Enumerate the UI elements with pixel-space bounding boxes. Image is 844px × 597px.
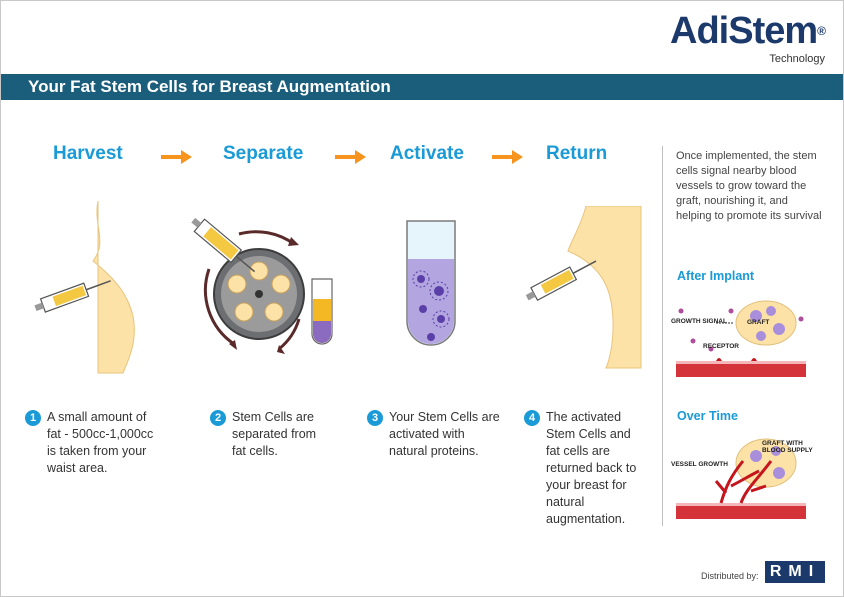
step-text-separate: Stem Cells are separated from fat cells.: [232, 410, 317, 458]
over-time-diagram: [676, 438, 806, 519]
page-title: Your Fat Stem Cells for Breast Augmentat…: [28, 77, 391, 96]
registered-mark: ®: [817, 24, 826, 38]
syringe-icon: [191, 217, 256, 273]
step-title-separate: Separate: [223, 143, 304, 164]
syringe-icon: [525, 260, 597, 301]
after-implant-diagram: [676, 300, 806, 377]
return-illustration: [525, 206, 642, 369]
step-title-return: Return: [546, 143, 608, 164]
label-vessel-growth: VESSEL GROWTH: [671, 461, 728, 468]
step-number-4: 4: [524, 410, 540, 426]
step-text-return: The activated Stem Cells and fat cells a…: [546, 410, 637, 526]
sidebar-intro: Once implemented, the stem cells signal …: [676, 150, 822, 222]
test-tube-icon: [311, 278, 333, 345]
brand-name: AdiStem: [670, 10, 818, 52]
body-silhouette-icon: [567, 206, 642, 369]
adistem-logo: AdiStem® Technology: [670, 10, 826, 65]
sidebar-divider: [662, 146, 663, 526]
rmi-logo: RMI: [765, 561, 825, 583]
centrifuge-icon: [213, 248, 305, 340]
over-time-heading: Over Time: [677, 409, 738, 423]
label-graft: GRAFT: [747, 319, 770, 326]
step-text-harvest: A small amount of fat - 500cc-1,000cc is…: [47, 410, 154, 475]
body-silhouette-icon: [92, 201, 135, 374]
step-text-activate: Your Stem Cells are activated with natur…: [389, 410, 500, 458]
brand-subtitle: Technology: [769, 53, 825, 65]
centrifuge-illustration: [191, 217, 333, 354]
arrow-right-icon: [335, 150, 366, 164]
step-number-3: 3: [367, 410, 383, 426]
label-receptor: RECEPTOR: [703, 343, 739, 350]
step-number-2: 2: [210, 410, 226, 426]
syringe-icon: [34, 280, 111, 313]
arrow-right-icon: [492, 150, 523, 164]
arrow-right-icon: [161, 150, 192, 164]
title-banner: Your Fat Stem Cells for Breast Augmentat…: [1, 74, 843, 100]
step-title-harvest: Harvest: [53, 143, 123, 164]
step-title-activate: Activate: [390, 143, 464, 164]
step-number-1: 1: [25, 410, 41, 426]
label-graft-blood-supply: GRAFT WITH BLOOD SUPPLY: [762, 440, 813, 454]
activate-test-tube: [406, 220, 456, 346]
label-growth-signal: GROWTH SIGNAL: [671, 318, 727, 325]
harvest-illustration: [34, 201, 135, 374]
after-implant-heading: After Implant: [677, 269, 755, 283]
distributed-by-label: Distributed by:: [701, 571, 759, 581]
